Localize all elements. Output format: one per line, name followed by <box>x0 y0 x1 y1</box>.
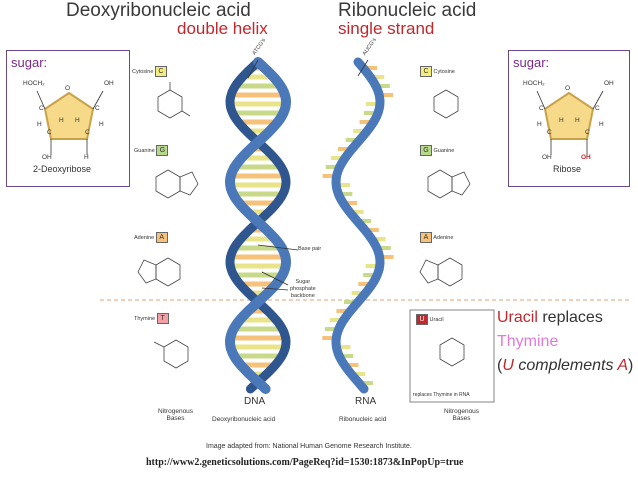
h-label: H <box>59 117 64 124</box>
base-letter-box: T <box>156 313 169 324</box>
sugar-heading: sugar: <box>513 55 550 70</box>
base-label-adenine: Adenine A <box>134 232 168 243</box>
base-letter-box: U <box>416 314 428 325</box>
h-label: H <box>37 121 42 128</box>
h-label: H <box>75 117 80 124</box>
footer-url: http://www2.geneticsolutions.com/PageReq… <box>146 457 464 468</box>
guanine-structure <box>155 169 199 199</box>
base-letter-box: G <box>420 145 432 156</box>
footer-credit: Image adapted from: National Human Genom… <box>206 443 412 450</box>
legend-paren-open: ( <box>497 357 503 374</box>
base-name: Adenine <box>134 235 155 241</box>
dna-backbone-strand-front <box>224 57 292 394</box>
sugar-backbone-label: Sugar phosphate backbone <box>290 279 316 299</box>
base-label-uracil: U Uracil <box>416 314 444 325</box>
base-letter-box: A <box>420 232 432 243</box>
base-name: Uracil <box>429 317 444 323</box>
hoch2-label: HOCH₂ <box>23 80 45 87</box>
adenine-structure <box>137 257 181 287</box>
h-label: H <box>559 117 564 124</box>
deoxyribose-ring <box>36 90 104 155</box>
base-pair-label: Base pair <box>298 246 322 252</box>
base-name: Guanine <box>433 148 455 154</box>
dna-title: Deoxyribonucleic acid <box>66 0 251 21</box>
c-label: C <box>85 129 90 136</box>
o-label: O <box>65 85 71 92</box>
dna-subtitle: double helix <box>177 19 268 38</box>
h-bottom-label: H <box>84 154 89 161</box>
base-label-thymine: Thymine T <box>134 313 169 324</box>
h-label: H <box>537 121 542 128</box>
base-label-guanine: Guanine G <box>134 145 169 156</box>
rna-subtitle: single strand <box>338 19 435 38</box>
c-label: C <box>47 129 52 136</box>
adenine-structure-rna <box>419 257 463 287</box>
base-letter-box: C <box>154 66 167 77</box>
c-label: C <box>39 105 44 112</box>
base-label-cytosine-rna: C Cytosine <box>420 66 455 77</box>
base-name: Cytosine <box>433 69 455 75</box>
legend-replaces: replaces <box>537 309 603 326</box>
ribose-ring <box>536 90 604 155</box>
c-label: C <box>95 105 100 112</box>
base-letter-box: A <box>155 232 168 243</box>
legend-complements-line: (U complements A) <box>497 357 633 375</box>
c-label: C <box>595 105 600 112</box>
legend-complements: complements <box>513 357 618 374</box>
oh-bottom-label: OH <box>542 154 552 161</box>
legend-uracil-line: Uracil replaces <box>497 309 603 327</box>
oh-red-label: OH <box>581 154 591 161</box>
h-label: H <box>99 121 104 128</box>
base-letter-box: C <box>420 66 432 77</box>
cytosine-structure-rna <box>433 89 459 119</box>
c-label: C <box>547 129 552 136</box>
rna-title: Ribonucleic acid <box>338 0 477 21</box>
ribose-caption: Ribose <box>553 164 582 174</box>
dna-backbone-strand-back <box>225 57 291 394</box>
deoxyribose-panel: sugar: HOCH₂ OH O C C C C H H H H OH H 2… <box>6 50 130 187</box>
base-name: Guanine <box>134 148 155 154</box>
base-name: Cytosine <box>132 69 154 75</box>
base-name: Adenine <box>433 235 454 241</box>
uracil-structure <box>439 337 465 367</box>
base-letter-box: G <box>156 145 169 156</box>
o-label: O <box>565 85 571 92</box>
thymine-structure <box>153 339 189 369</box>
deoxyribose-caption: 2-Deoxyribose <box>33 164 92 174</box>
nitrogenous-bases-right: Nitrogenous Bases <box>444 408 480 422</box>
c-label: C <box>585 129 590 136</box>
rna-label: RNA <box>355 396 377 407</box>
base-name: Thymine <box>134 316 156 322</box>
legend-a: A <box>617 357 629 374</box>
legend-uracil: Uracil <box>497 309 538 326</box>
base-label-cytosine: Cytosine C <box>132 66 167 77</box>
dna-full-label: Deoxyribonucleic acid <box>212 416 276 423</box>
uracil-note: replaces Thymine in RNA <box>413 392 470 398</box>
legend-u: U <box>502 357 514 374</box>
nitrogenous-bases-left: Nitrogenous Bases <box>158 408 194 422</box>
oh-bottom-label: OH <box>42 154 52 161</box>
base-label-guanine-rna: G Guanine <box>420 145 454 156</box>
oh-top-label: OH <box>104 80 114 87</box>
guanine-structure-rna <box>427 169 471 199</box>
oh-top-label: OH <box>604 80 614 87</box>
ribose-panel: sugar: HOCH₂ OH O C C C C H H H H OH OH … <box>508 50 630 187</box>
legend-paren-close: ) <box>628 357 634 374</box>
c-label: C <box>539 105 544 112</box>
h-label: H <box>575 117 580 124</box>
sugar-heading: sugar: <box>11 55 48 70</box>
hoch2-label: HOCH₂ <box>523 80 545 87</box>
base-label-adenine-rna: A Adenine <box>420 232 453 243</box>
h-label: H <box>599 121 604 128</box>
dna-label: DNA <box>244 396 266 407</box>
rna-backbone-strand <box>331 57 385 394</box>
legend-thymine: Thymine <box>497 333 559 350</box>
rna-full-label: Ribonucleic acid <box>339 416 387 423</box>
cytosine-structure <box>157 82 191 119</box>
